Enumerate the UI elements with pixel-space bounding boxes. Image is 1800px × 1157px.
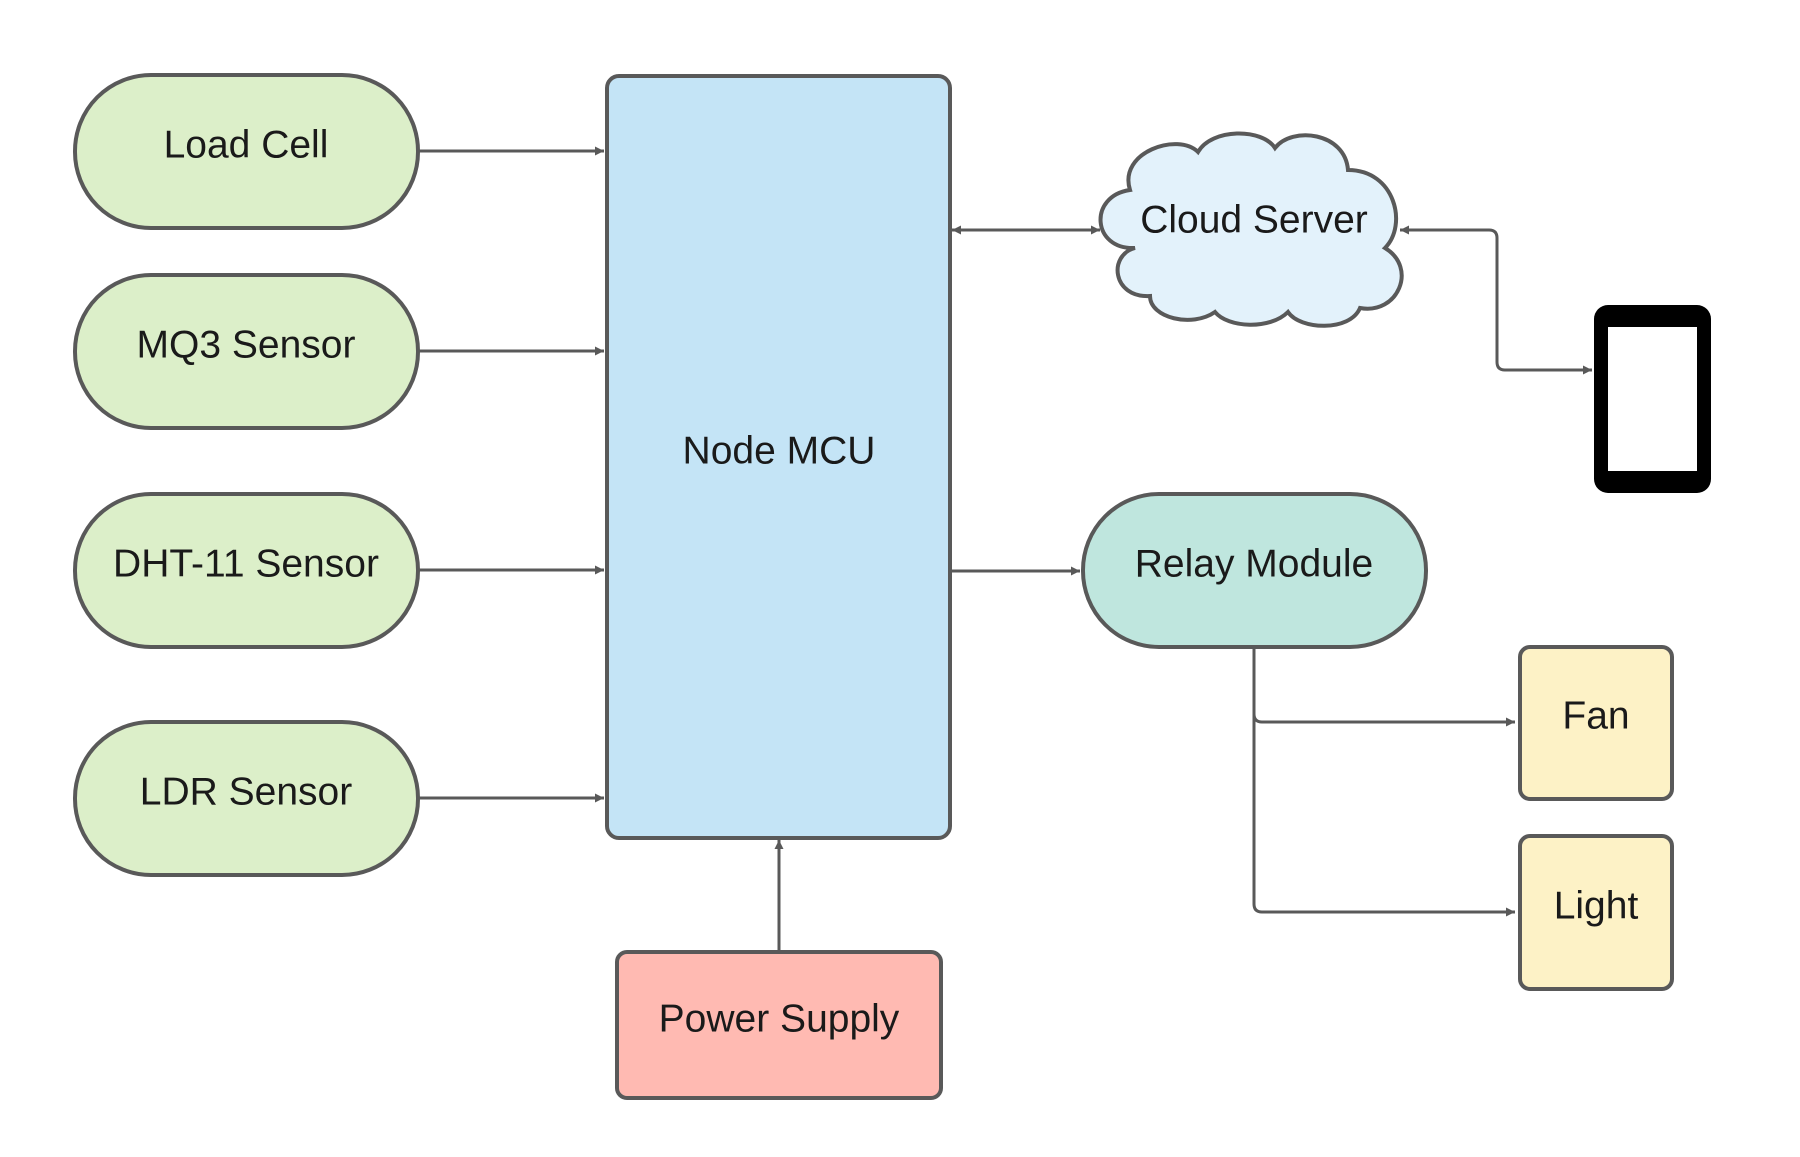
- node-relay-module: Relay Module: [1081, 492, 1428, 649]
- node-mq3-label: MQ3 Sensor: [137, 323, 356, 366]
- node-mcu-label: Node MCU: [683, 429, 876, 472]
- smartphone-screen: [1608, 327, 1697, 471]
- node-ldr-sensor: LDR Sensor: [73, 720, 420, 877]
- edge-relay-to-fan: [1252, 648, 1515, 727]
- node-ldr-shape: [73, 720, 420, 877]
- node-load-cell-label: Load Cell: [164, 123, 329, 166]
- node-fan-shape: [1518, 645, 1674, 801]
- node-power-supply: Power Supply: [615, 950, 943, 1100]
- node-fan-label: Fan: [1562, 694, 1629, 737]
- node-load-cell: Load Cell: [73, 73, 420, 230]
- node-mq3-shape: [73, 273, 420, 430]
- node-light-label: Light: [1554, 884, 1639, 927]
- cloud-shape: [1098, 131, 1404, 328]
- node-dht11-sensor: DHT-11 Sensor: [73, 492, 420, 649]
- node-mcu: Node MCU: [605, 74, 952, 840]
- node-light: Light: [1518, 834, 1674, 991]
- node-mcu-shape: [605, 74, 952, 840]
- node-power-shape: [615, 950, 943, 1100]
- node-dht11-shape: [73, 492, 420, 649]
- edge-relay-to-light: [1252, 648, 1515, 917]
- node-relay-shape: [1081, 492, 1428, 649]
- smartphone-icon: [1594, 305, 1711, 493]
- node-cloud-server: Cloud Server: [1098, 131, 1404, 328]
- node-mq3-sensor: MQ3 Sensor: [73, 273, 420, 430]
- node-ldr-label: LDR Sensor: [140, 770, 352, 813]
- node-relay-label: Relay Module: [1135, 542, 1373, 585]
- node-dht11-label: DHT-11 Sensor: [113, 542, 379, 585]
- node-light-shape: [1518, 834, 1674, 991]
- node-power-label: Power Supply: [659, 997, 900, 1040]
- node-load-cell-shape: [73, 73, 420, 230]
- node-fan: Fan: [1518, 645, 1674, 801]
- edges: [418, 146, 1592, 950]
- node-cloud-label: Cloud Server: [1140, 198, 1368, 241]
- edge-cloud-phone-bidirectional: [1400, 225, 1592, 375]
